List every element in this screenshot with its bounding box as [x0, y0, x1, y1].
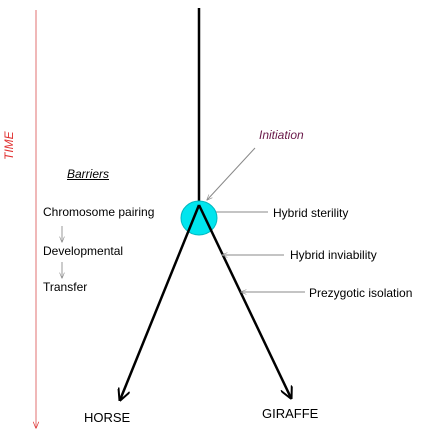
- initiation-label: Initiation: [259, 128, 304, 142]
- time-axis-label: TIME: [2, 131, 16, 160]
- barrier-chromosome-pairing: Chromosome pairing: [43, 205, 155, 219]
- hybrid-inviability-label: Hybrid inviability: [290, 248, 377, 262]
- giraffe-lineage: [197, 204, 291, 398]
- barriers-heading: Barriers: [67, 167, 110, 181]
- species-giraffe: GIRAFFE: [262, 406, 319, 421]
- barrier-developmental: Developmental: [43, 244, 124, 258]
- horse-lineage: [120, 204, 201, 400]
- initiation-pointer: [207, 147, 256, 200]
- barrier-transfer: Transfer: [43, 280, 88, 294]
- prezygotic-isolation-label: Prezygotic isolation: [309, 286, 413, 300]
- species-horse: HORSE: [84, 410, 131, 425]
- hybrid-sterility-label: Hybrid sterility: [273, 206, 349, 220]
